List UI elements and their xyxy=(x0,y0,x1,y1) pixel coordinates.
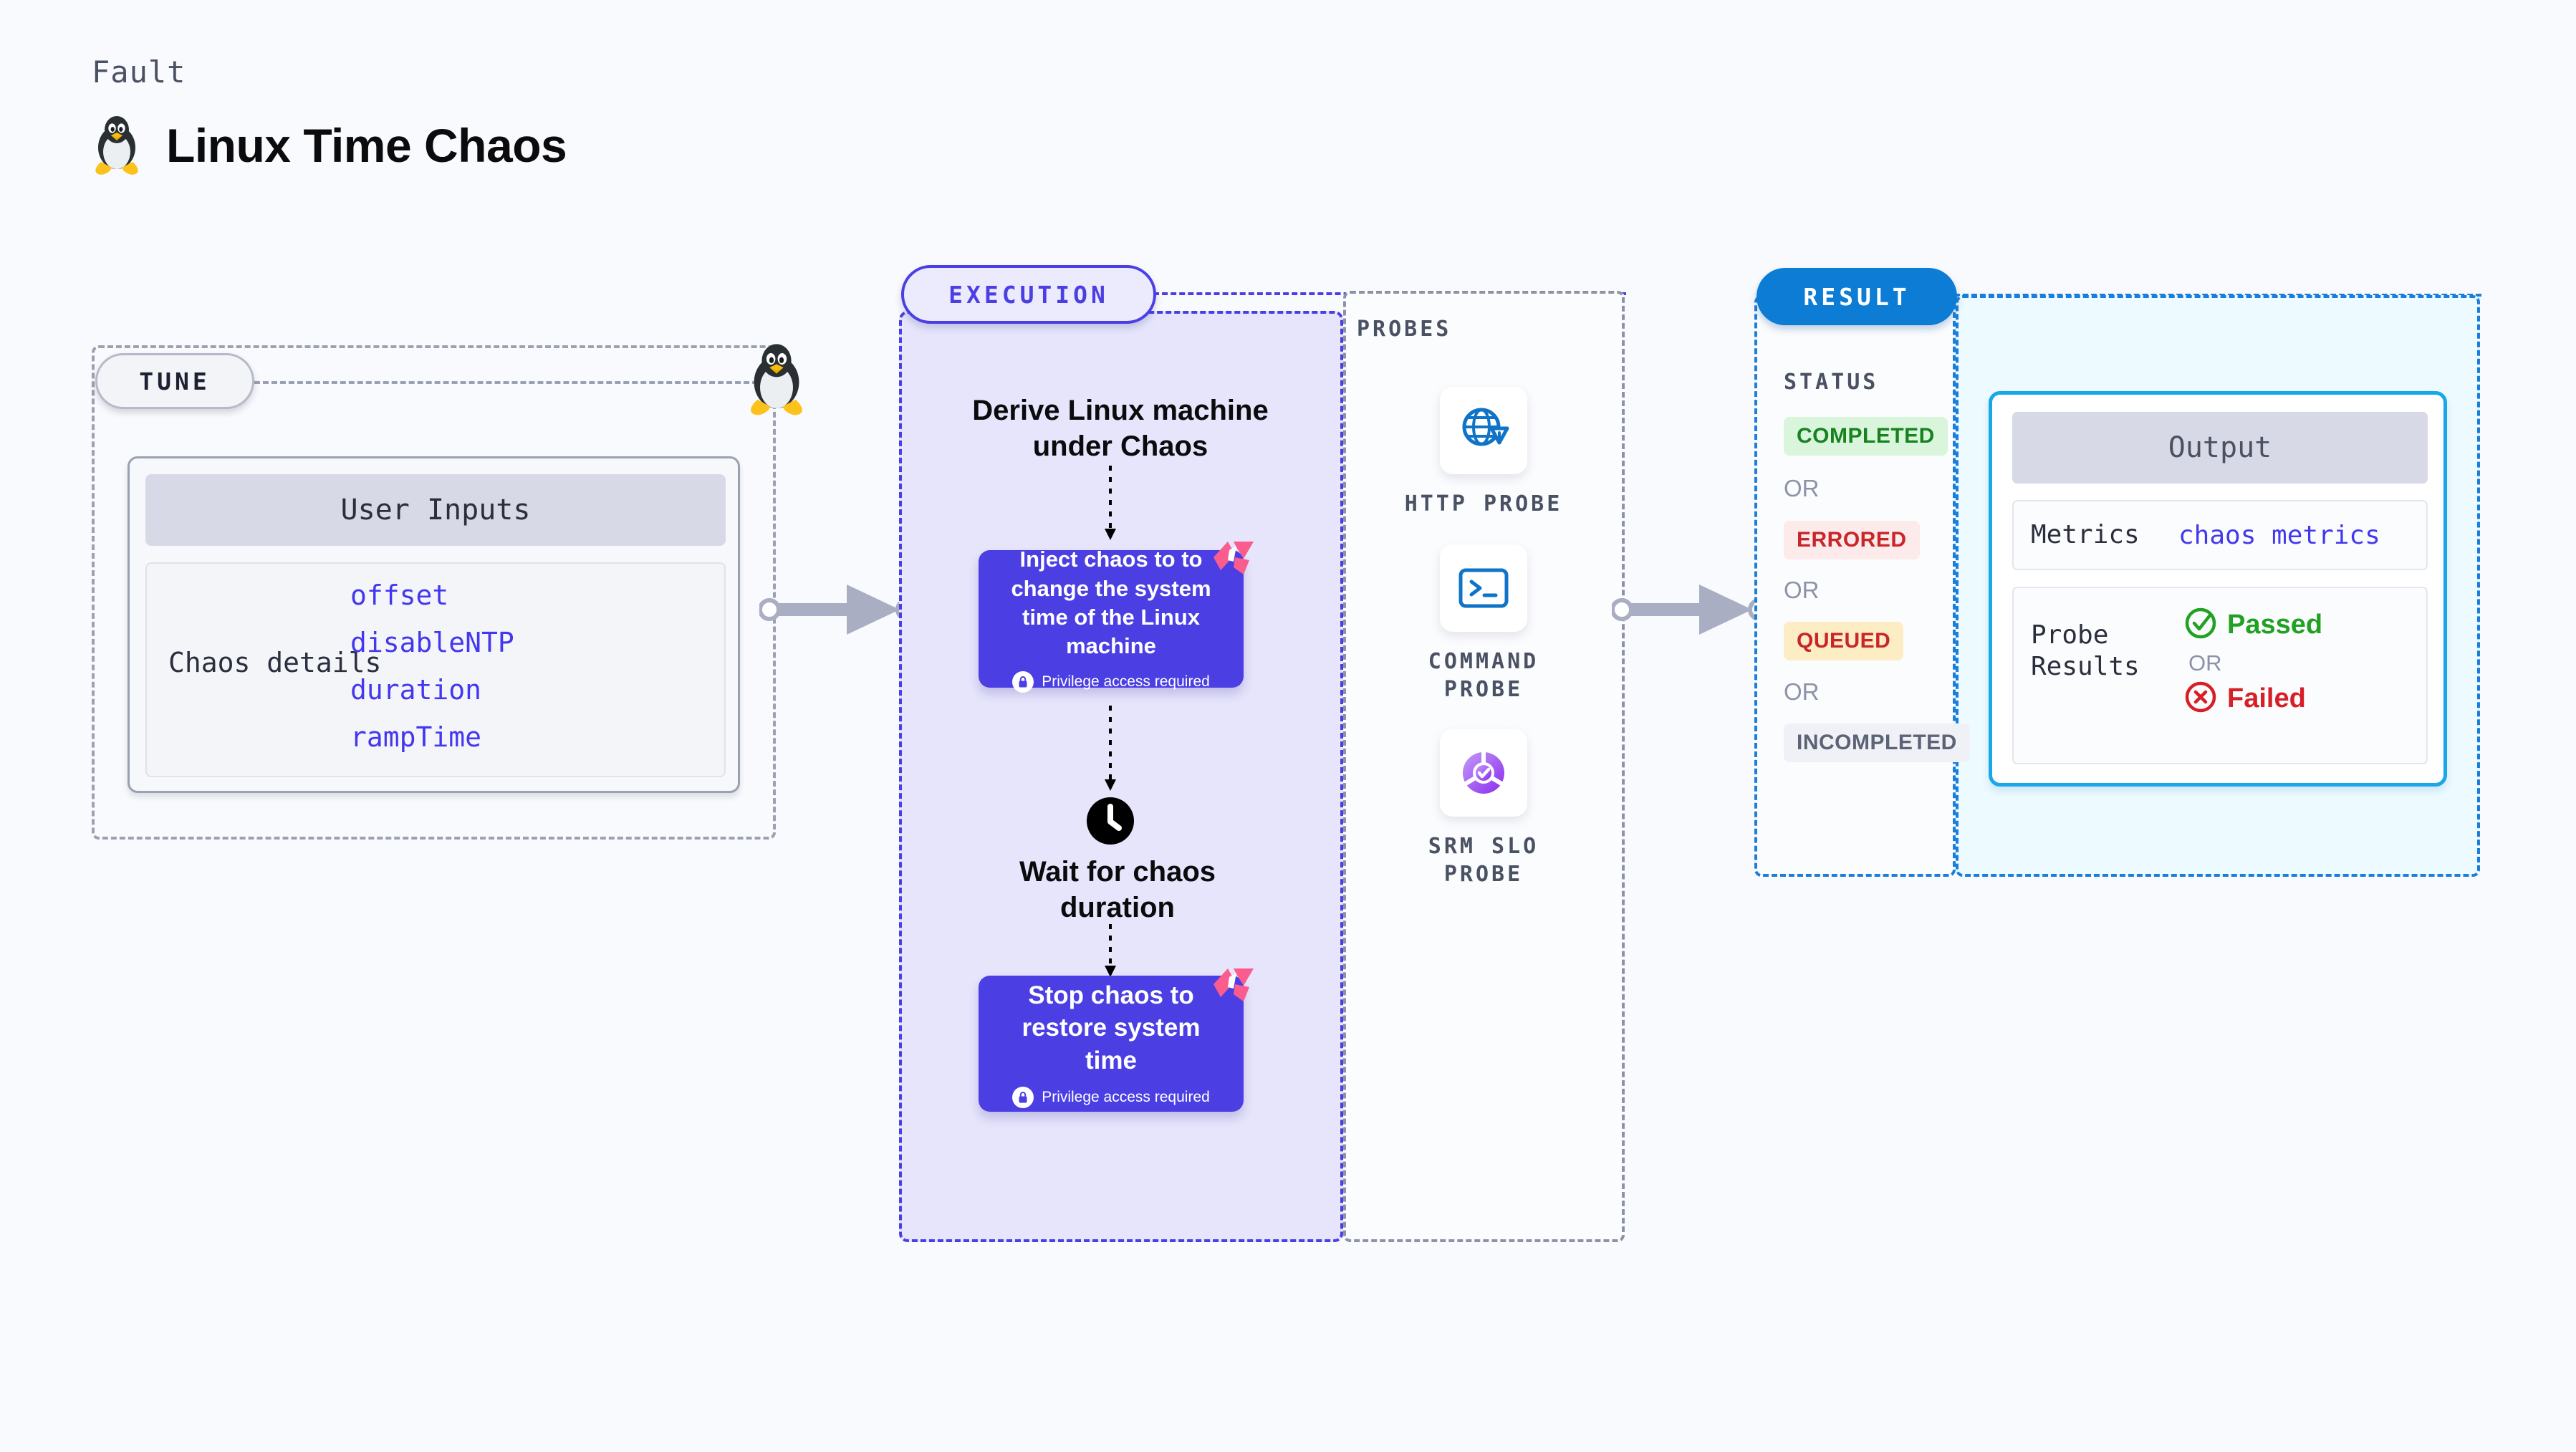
result-chip[interactable]: RESULT xyxy=(1756,268,1957,325)
stop-privilege-note: Privilege access required xyxy=(1042,1089,1210,1106)
failed-label: Failed xyxy=(2227,683,2306,713)
metrics-value[interactable]: chaos metrics xyxy=(2178,520,2380,550)
flow-arrow-1 xyxy=(1102,466,1119,548)
status-or-3: OR xyxy=(1784,678,1820,705)
globe-warning-icon xyxy=(1440,387,1527,474)
passed-label: Passed xyxy=(2227,610,2323,640)
result-panel xyxy=(1754,295,1956,877)
probes-title: PROBES xyxy=(1357,317,1452,342)
probe-item-http[interactable]: HTTP PROBE xyxy=(1394,387,1573,518)
stop-privilege-row: Privilege access required xyxy=(1012,1087,1210,1109)
inject-chaos-card[interactable]: Inject chaos to to change the system tim… xyxy=(979,547,1244,693)
status-badge-errored: ERRORED xyxy=(1784,521,1920,559)
inject-privilege-note: Privilege access required xyxy=(1042,673,1210,690)
user-inputs-header: User Inputs xyxy=(145,474,726,546)
probe-label-http: HTTP PROBE xyxy=(1404,491,1563,516)
inject-chaos-title: Inject chaos to to change the system tim… xyxy=(1011,547,1211,659)
tune-chip[interactable]: TUNE xyxy=(95,353,254,409)
metrics-label: Metrics xyxy=(2031,520,2140,550)
probe-result-or: OR xyxy=(2188,650,2222,675)
flow-arrow-3 xyxy=(1102,924,1119,985)
clock-icon xyxy=(1086,797,1135,845)
probe-label-command: COMMAND PROBE xyxy=(1428,649,1539,702)
stop-chaos-title: Stop chaos to restore system time xyxy=(1022,981,1201,1074)
user-inputs-body: Chaos details offset disableNTP duration… xyxy=(145,562,726,777)
chaos-details-label: Chaos details xyxy=(168,647,382,678)
execution-chip[interactable]: EXECUTION xyxy=(901,265,1156,324)
page-title: Linux Time Chaos xyxy=(166,119,567,172)
param-disablentp[interactable]: disableNTP xyxy=(350,627,514,658)
status-or-2: OR xyxy=(1784,577,1820,603)
lock-icon xyxy=(1012,1087,1034,1109)
probe-result-passed: Passed xyxy=(2184,607,2322,643)
probe-item-command[interactable]: COMMAND PROBE xyxy=(1394,544,1573,703)
page-eyebrow: Fault xyxy=(92,54,186,90)
status-badge-queued: QUEUED xyxy=(1784,622,1904,660)
probe-item-srm-slo[interactable]: SRM SLO PROBE xyxy=(1394,729,1573,888)
probe-results-box: Probe Results Passed OR xyxy=(2012,587,2428,764)
probe-results-label: Probe Results xyxy=(2031,620,2140,681)
page-title-row: Linux Time Chaos xyxy=(92,115,567,176)
param-ramptime[interactable]: rampTime xyxy=(350,721,482,753)
execution-to-result-arrow xyxy=(1610,577,1777,645)
flow-arrow-2 xyxy=(1102,706,1119,799)
chaos-parameter-list: offset disableNTP duration rampTime xyxy=(350,582,514,771)
linux-penguin-icon xyxy=(92,115,142,176)
check-circle-icon xyxy=(2184,607,2217,643)
linux-penguin-marker-icon xyxy=(744,342,809,417)
harness-logo-badge-icon xyxy=(1212,539,1256,576)
probe-results-values: Passed OR Failed xyxy=(2184,607,2322,717)
probe-label-srm-slo: SRM SLO PROBE xyxy=(1428,834,1539,887)
derive-step-label: Derive Linux machine under Chaos xyxy=(972,395,1269,463)
output-card: Output Metrics chaos metrics Probe Resul… xyxy=(1989,391,2447,787)
status-or-1: OR xyxy=(1784,475,1820,501)
x-circle-icon xyxy=(2184,681,2217,717)
metrics-row: Metrics chaos metrics xyxy=(2012,500,2428,570)
wait-step-label: Wait for chaos duration xyxy=(1019,856,1216,924)
terminal-prompt-icon xyxy=(1440,544,1527,632)
stop-chaos-card[interactable]: Stop chaos to restore system time Privil… xyxy=(979,976,1244,1112)
harness-logo-badge-icon xyxy=(1212,966,1256,1003)
param-duration[interactable]: duration xyxy=(350,674,482,706)
lock-icon xyxy=(1012,670,1034,693)
tune-leader-line xyxy=(254,381,766,384)
user-inputs-card: User Inputs Chaos details offset disable… xyxy=(128,456,740,793)
status-badge-completed: COMPLETED xyxy=(1784,417,1948,456)
tune-panel xyxy=(92,345,776,840)
status-badge-incompleted: INCOMPLETED xyxy=(1784,723,1970,762)
status-title: STATUS xyxy=(1784,370,1879,395)
slo-donut-check-icon xyxy=(1440,729,1527,817)
inject-privilege-row: Privilege access required xyxy=(1012,670,1210,693)
param-offset[interactable]: offset xyxy=(350,580,449,611)
probe-result-failed: Failed xyxy=(2184,681,2322,717)
output-header: Output xyxy=(2012,412,2428,484)
